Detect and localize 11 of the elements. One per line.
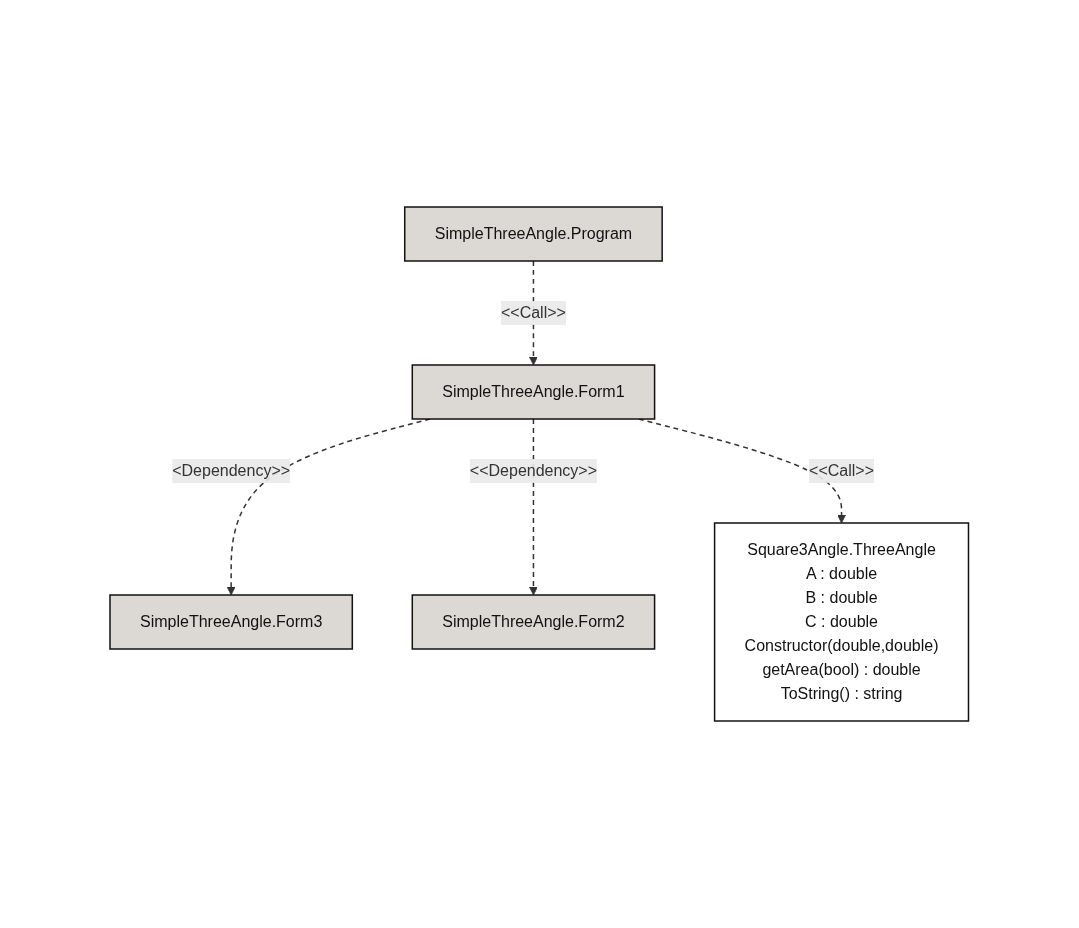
node-box: SimpleThreeAngle.Form2 xyxy=(411,594,656,650)
node-box: SimpleThreeAngle.Form1 xyxy=(411,364,656,420)
arrow xyxy=(529,418,539,596)
node-box: SimpleThreeAngle.Program xyxy=(404,206,664,262)
arrow xyxy=(529,260,539,366)
edge-label: <Dependency>> xyxy=(172,462,291,479)
edge-label: <<Dependency>> xyxy=(470,462,598,479)
node-box: Square3Angle.ThreeAngle A : double B : double C : double Constructor(double,double) getArea(bool) : double ToString() : string xyxy=(714,522,970,722)
node-box: SimpleThreeAngle.Form3 xyxy=(109,594,354,650)
edge-label: <<Call>> xyxy=(809,462,875,479)
edge-label: <<Call>> xyxy=(501,304,567,321)
